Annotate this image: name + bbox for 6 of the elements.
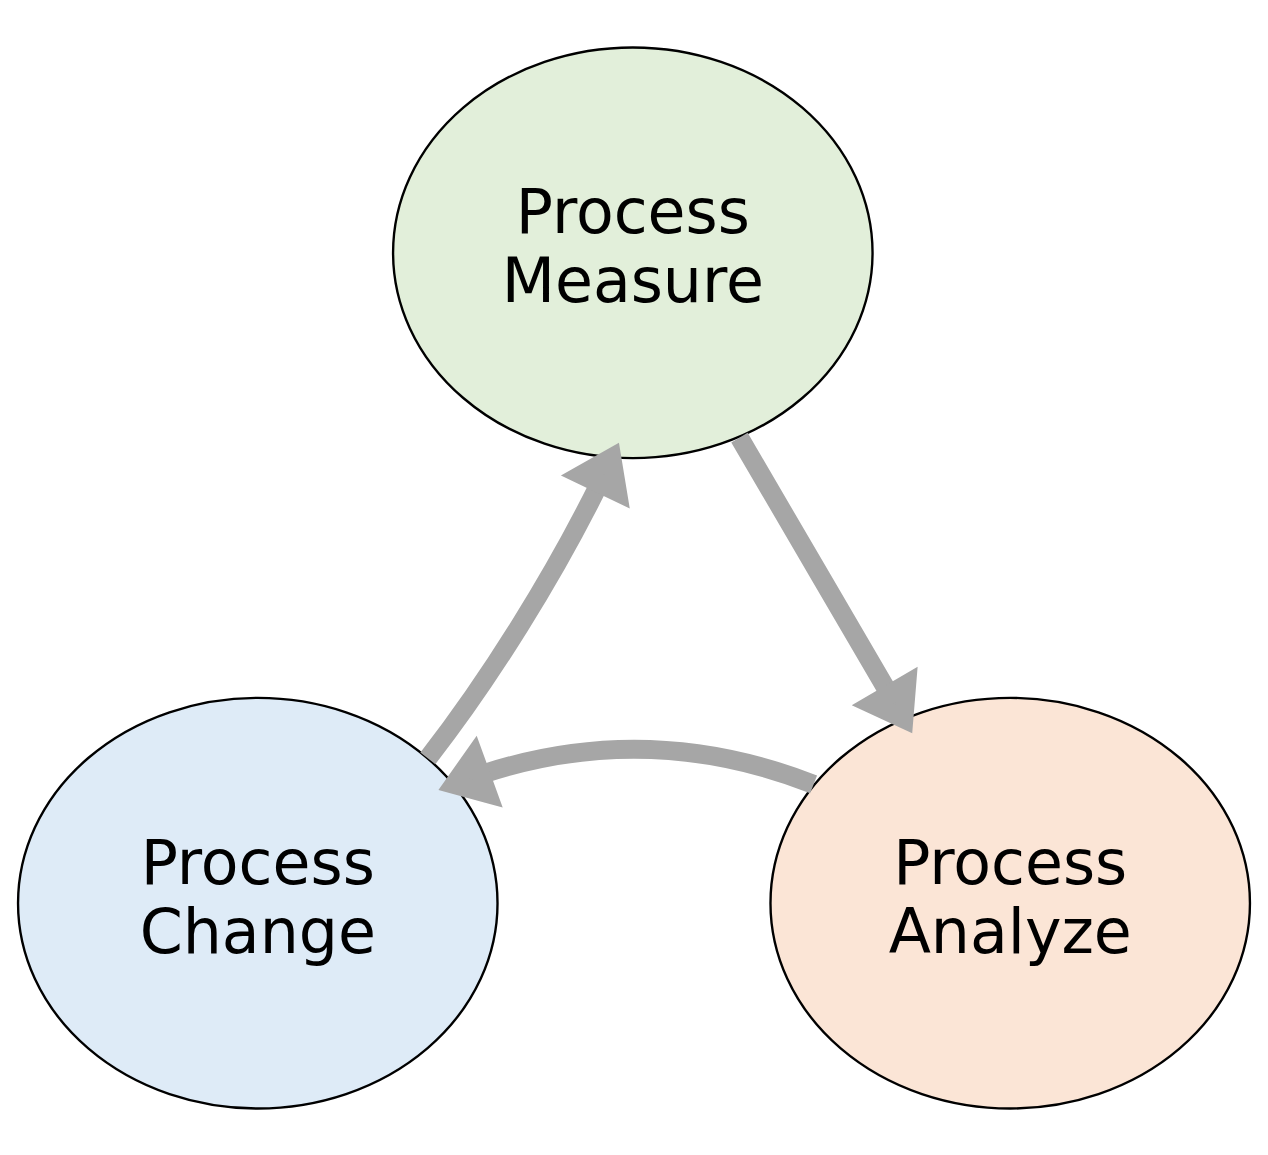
arrow bbox=[420, 442, 630, 764]
node-ellipse: Process Change bbox=[16, 696, 499, 1110]
arrow bbox=[731, 432, 918, 733]
node-ellipse: Process Analyze bbox=[769, 696, 1252, 1110]
arrow bbox=[438, 735, 817, 807]
node-ellipse: Process Measure bbox=[391, 45, 874, 459]
